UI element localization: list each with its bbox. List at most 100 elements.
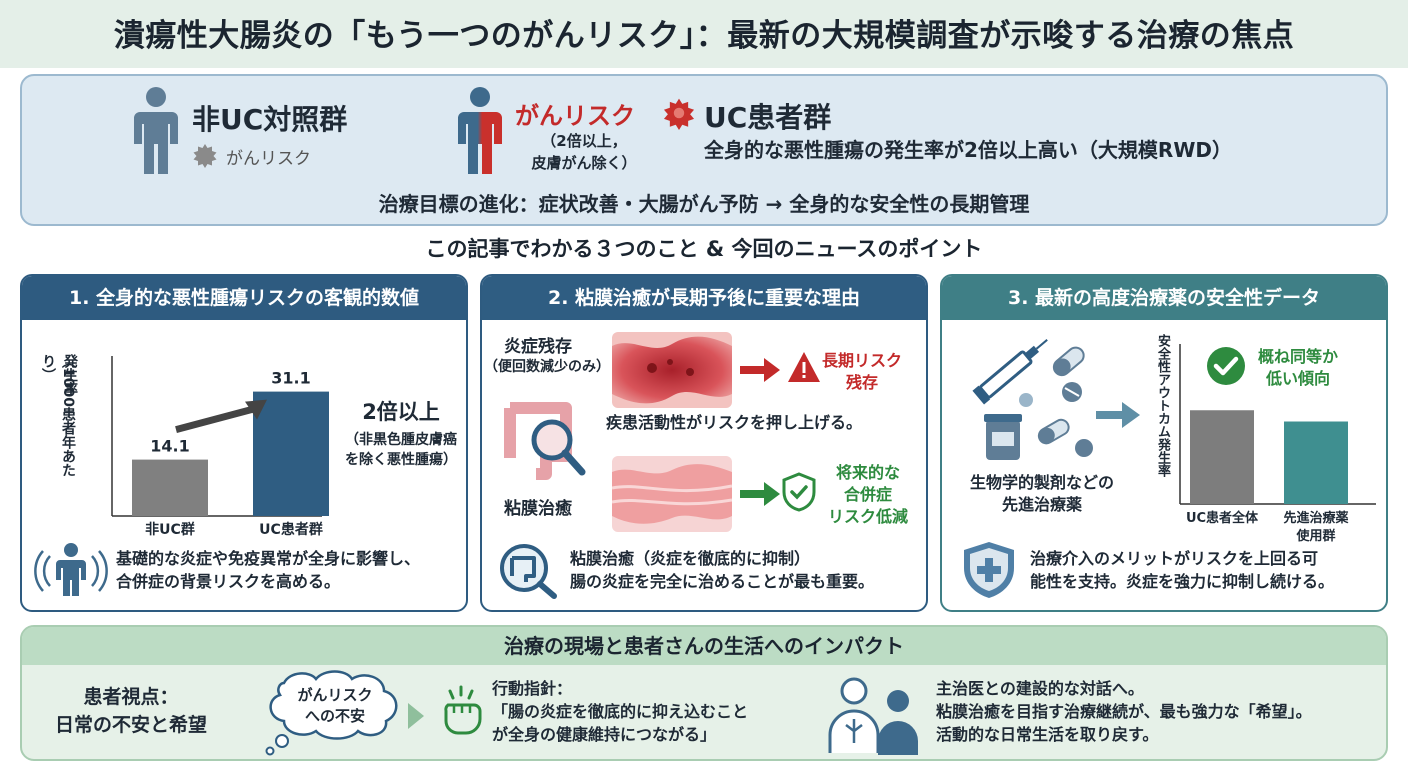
risk-highlight-label: がんリスク bbox=[515, 102, 635, 130]
category-label: UC患者群 bbox=[259, 521, 323, 536]
ratio-note: （非黒色腫皮膚癌 bbox=[345, 432, 457, 448]
category-label: UC患者全体 bbox=[1186, 510, 1259, 526]
category-label: 先進治療薬使用群 bbox=[1283, 510, 1349, 544]
verdict-line: 低い傾向 bbox=[1265, 369, 1330, 388]
safety-bar-chart: UC患者全体 先進治療薬使用群 bbox=[1179, 344, 1376, 544]
ratio-note: を除く悪性腫瘍） bbox=[345, 452, 457, 468]
control-risk-label: がんリスク bbox=[226, 149, 311, 169]
category-label: 非UC群 bbox=[145, 521, 195, 536]
y-axis-label-main: 発生率 bbox=[62, 354, 78, 396]
action-guideline: 行動指針： 「腸の炎症を徹底的に抑え込むこと が全身の健康維持につながる」 bbox=[492, 677, 748, 746]
shield-check-icon bbox=[782, 472, 816, 512]
risk-line: 残存 bbox=[845, 373, 878, 392]
advanced-drugs-label: 生物学的製剤などの 先進治療薬 bbox=[942, 472, 1142, 516]
verdict-line: 概ね同等か bbox=[1257, 347, 1338, 366]
control-group-label: 非UC対照群 bbox=[192, 103, 348, 136]
patient-perspective: 患者視点： 日常の不安と希望 bbox=[36, 683, 226, 739]
benefit-line: リスク低減 bbox=[827, 507, 908, 526]
colon-search-icon bbox=[500, 544, 557, 599]
benefit-line: 将来的な bbox=[835, 463, 900, 482]
benefit-line: 合併症 bbox=[843, 485, 892, 504]
uc-group-description: 全身的な悪性腫瘍の発生率が2倍以上高い（大規模RWD） bbox=[704, 138, 1232, 162]
trend-arrow-head bbox=[245, 399, 267, 420]
arrow-right-icon bbox=[1096, 402, 1140, 428]
perspective-line: 患者視点： bbox=[83, 686, 179, 708]
ratio-value: 2倍以上 bbox=[362, 400, 440, 424]
activity-text: 疾患活動性がリスクを押し上げる。 bbox=[606, 413, 863, 432]
bar bbox=[1190, 410, 1254, 504]
card-safety-data: 3. 最新の高度治療薬の安全性データ 生物学的製剤などの 先進治療薬 安全性アウ… bbox=[940, 274, 1388, 612]
check-circle-icon bbox=[1207, 347, 1245, 385]
person-icon bbox=[134, 87, 178, 174]
bar bbox=[1284, 421, 1348, 504]
card-mucosal-healing: 2. 粘膜治癒が長期予後に重要な理由 炎症残存 （便回数減少のみ） 長期リスク … bbox=[480, 274, 928, 612]
risk-line: 長期リスク bbox=[822, 351, 903, 370]
data-label: 14.1 bbox=[150, 437, 189, 456]
safety-verdict: 概ね同等か 低い傾向 bbox=[1248, 346, 1348, 390]
card-text: 基礎的な炎症や免疫異常が全身に影響し、 bbox=[116, 549, 421, 568]
y-axis-label-unit: （1000患者年あたり） bbox=[40, 354, 76, 477]
arrow-right-red-icon bbox=[740, 358, 780, 382]
colon-magnifier-icon bbox=[504, 402, 586, 480]
card-title: 2. 粘膜治癒が長期予後に重要な理由 bbox=[482, 276, 926, 320]
action-line: が全身の健康維持につながる」 bbox=[492, 725, 717, 744]
healing-label: 粘膜治癒 bbox=[504, 499, 572, 519]
perspective-line: 日常の不安と希望 bbox=[54, 714, 207, 736]
card-malignancy-risk: 1. 全身的な悪性腫瘍リスクの客観的数値 発生率 （1000患者年あたり） 14… bbox=[20, 274, 468, 612]
benefit-label: 将来的な 合併症 リスク低減 bbox=[818, 462, 918, 528]
impact-panel: 治療の現場と患者さんの生活へのインパクト 患者視点： 日常の不安と希望 がんリス… bbox=[20, 625, 1388, 761]
inflammation-label: 炎症残存 bbox=[504, 337, 572, 357]
warning-icon bbox=[788, 352, 820, 382]
bar bbox=[132, 459, 208, 516]
risk-note-line: 皮膚がん除く） bbox=[531, 154, 637, 172]
drugs-line: 生物学的製剤などの bbox=[969, 473, 1114, 492]
fist-icon bbox=[444, 685, 482, 735]
healed-mucosa-image bbox=[612, 456, 732, 532]
risk-note: （2倍以上， 皮膚がん除く） bbox=[514, 130, 654, 174]
thought-bubble-icon bbox=[265, 670, 398, 756]
cancer-cell-gray-icon bbox=[193, 144, 217, 168]
card-title: 3. 最新の高度治療薬の安全性データ bbox=[942, 276, 1386, 320]
card-text: 腸の炎症を完全に治めることが最も重要。 bbox=[570, 572, 875, 591]
inflammation-sublabel: （便回数減少のみ） bbox=[484, 359, 610, 375]
drugs-line: 先進治療薬 bbox=[1001, 495, 1082, 514]
dialog-line: 粘膜治癒を目指す治療継続が、最も強力な「希望」。 bbox=[936, 702, 1312, 721]
card-text: 能性を支持。炎症を強力に抑制し続ける。 bbox=[1030, 572, 1335, 591]
inflammation-person-icon bbox=[34, 543, 108, 596]
anxiety-bubble-text: がんリスク への不安 bbox=[294, 685, 376, 727]
bubble-line: がんリスク bbox=[297, 686, 373, 704]
card-text: 合併症の背景リスクを高める。 bbox=[116, 572, 341, 591]
data-label: 31.1 bbox=[271, 369, 310, 388]
bubble-line: への不安 bbox=[304, 707, 365, 725]
ratio-callout: 2倍以上 （非黒色腫皮膚癌 を除く悪性腫瘍） bbox=[342, 396, 460, 470]
risk-note-line: （2倍以上， bbox=[541, 132, 627, 150]
uc-person-icon bbox=[458, 87, 502, 174]
section-heading: この記事でわかる３つのこと & 今回のニュースのポイント bbox=[425, 237, 983, 261]
arrow-right-green-icon bbox=[740, 482, 780, 506]
treatment-goal: 治療目標の進化：症状改善・大腸がん予防 → 全身的な安全性の長期管理 bbox=[378, 192, 1030, 216]
long-term-risk-label: 長期リスク 残存 bbox=[822, 350, 902, 394]
y-axis-label: 発生率 （1000患者年あたり） bbox=[34, 354, 82, 484]
uc-group-label: UC患者群 bbox=[704, 101, 832, 134]
action-line: 「腸の炎症を徹底的に抑え込むこと bbox=[492, 702, 749, 721]
impact-title: 治療の現場と患者さんの生活へのインパクト bbox=[22, 627, 1386, 665]
medication-icon bbox=[972, 339, 1093, 460]
shield-plus-icon bbox=[964, 542, 1014, 598]
doctor-patient-icon bbox=[828, 677, 918, 755]
card-text: 粘膜治癒（炎症を徹底的に抑制） bbox=[570, 549, 811, 568]
trend-arrow bbox=[175, 405, 256, 433]
card-title: 1. 全身的な悪性腫瘍リスクの客観的数値 bbox=[22, 276, 466, 320]
dialog-line: 主治医との建設的な対話へ。 bbox=[936, 679, 1144, 698]
bar bbox=[253, 391, 329, 516]
dialog-line: 活動的な日常生活を取り戻す。 bbox=[936, 725, 1159, 744]
doctor-dialog: 主治医との建設的な対話へ。 粘膜治癒を目指す治療継続が、最も強力な「希望」。 活… bbox=[936, 677, 1312, 746]
cancer-cell-red-icon bbox=[663, 98, 695, 130]
inflamed-mucosa-image bbox=[612, 332, 732, 408]
card-text: 治療介入のメリットがリスクを上回る可 bbox=[1030, 549, 1319, 568]
chevron-right-icon bbox=[408, 703, 424, 729]
safety-y-axis-label: 安全性アウトカム発生率 bbox=[1155, 334, 1170, 477]
hero-panel: 非UC対照群 がんリスク がんリスク （2倍以上， 皮膚がん除く） UC患者群 … bbox=[20, 74, 1388, 226]
page-title: 潰瘍性大腸炎の「もう一つのがんリスク」：最新の大規模調査が示唆する治療の焦点 bbox=[113, 18, 1295, 54]
action-line: 行動指針： bbox=[492, 679, 573, 698]
